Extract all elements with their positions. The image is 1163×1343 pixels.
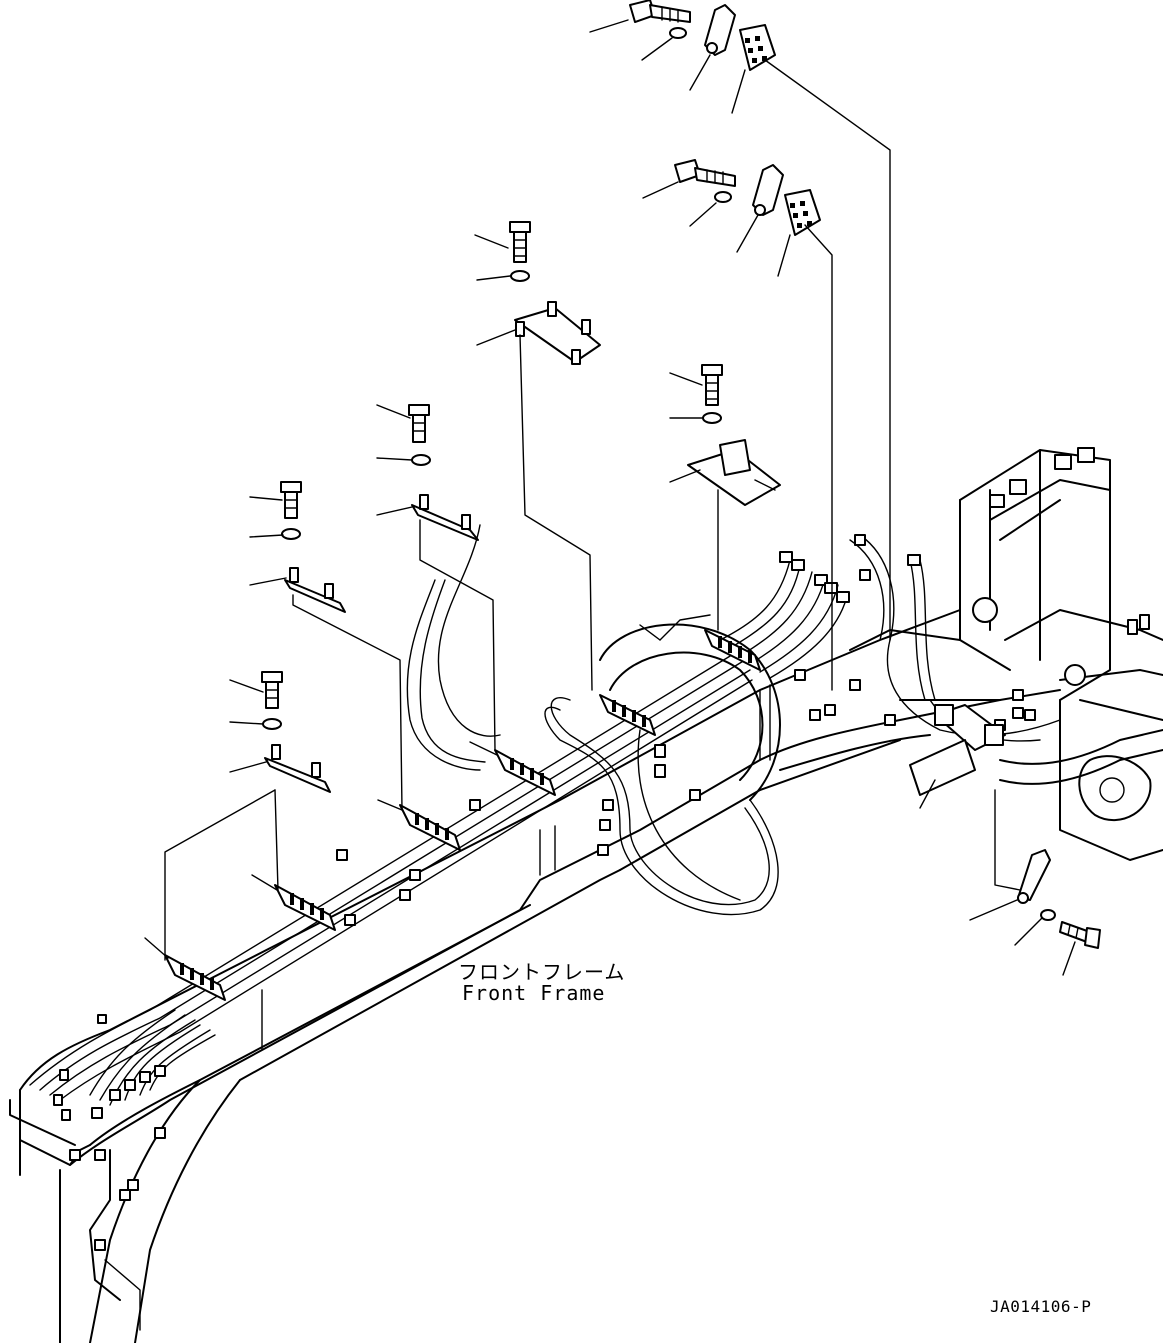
washer-icon — [669, 27, 687, 39]
frame-label-japanese: フロントフレーム — [458, 960, 626, 984]
bracket-set-center — [474, 221, 601, 691]
bolt-icon — [261, 671, 283, 709]
bundle-clamp-3 — [399, 804, 461, 851]
clamp-bracket-icon — [687, 439, 781, 506]
front-frame — [9, 609, 1001, 1343]
bracket-set-left-lower — [164, 671, 331, 961]
bundle-clamp-6 — [704, 629, 761, 671]
bolt-icon — [280, 481, 302, 519]
bracket-set-left-upper — [249, 481, 403, 811]
drawing-code: JA014106-P — [990, 1297, 1092, 1316]
bundle-clamp-2 — [274, 884, 336, 931]
rear-frame — [849, 447, 1163, 861]
washer-icon — [1040, 909, 1056, 921]
bolt-icon — [629, 0, 691, 23]
bolt-icon — [408, 404, 430, 443]
washer-icon — [411, 454, 431, 466]
washer-icon — [281, 528, 301, 540]
connector-block-icon — [784, 189, 821, 236]
clamp-bracket-icon — [1017, 849, 1051, 904]
bolt-set-top-2 — [642, 159, 833, 691]
bolt-set-top-1 — [589, 0, 891, 641]
bundle-clamp-4 — [494, 749, 556, 796]
leader-lines — [144, 624, 936, 959]
bundle-clamp-7 — [934, 704, 1006, 751]
clamp-bracket-icon — [514, 301, 601, 365]
bolt-icon — [1059, 921, 1101, 949]
clamp-bracket-icon — [411, 494, 479, 541]
bolt-set-lower-right — [969, 789, 1101, 976]
washer-icon — [510, 270, 530, 282]
bundle-clamps — [164, 629, 1006, 1001]
bracket-set-left-mid — [376, 404, 496, 751]
frame-bosses — [53, 669, 1006, 1251]
bundle-clamp-1 — [164, 954, 226, 1001]
washer-icon — [702, 412, 722, 424]
bolt-icon — [701, 364, 723, 406]
clamp-bracket-icon — [704, 4, 736, 56]
clamp-bracket-icon — [264, 744, 331, 793]
bundle-clamp-5 — [599, 694, 656, 736]
clamp-bracket-icon — [752, 164, 784, 216]
frame-label-english: Front Frame — [462, 981, 606, 1005]
bolt-icon — [509, 221, 531, 263]
washer-icon — [262, 718, 282, 730]
bracket-set-right — [669, 364, 781, 631]
clamp-bracket-icon — [284, 567, 346, 613]
washer-icon — [714, 191, 732, 203]
hose-bundle — [29, 524, 1061, 1119]
bolt-icon — [674, 159, 736, 187]
